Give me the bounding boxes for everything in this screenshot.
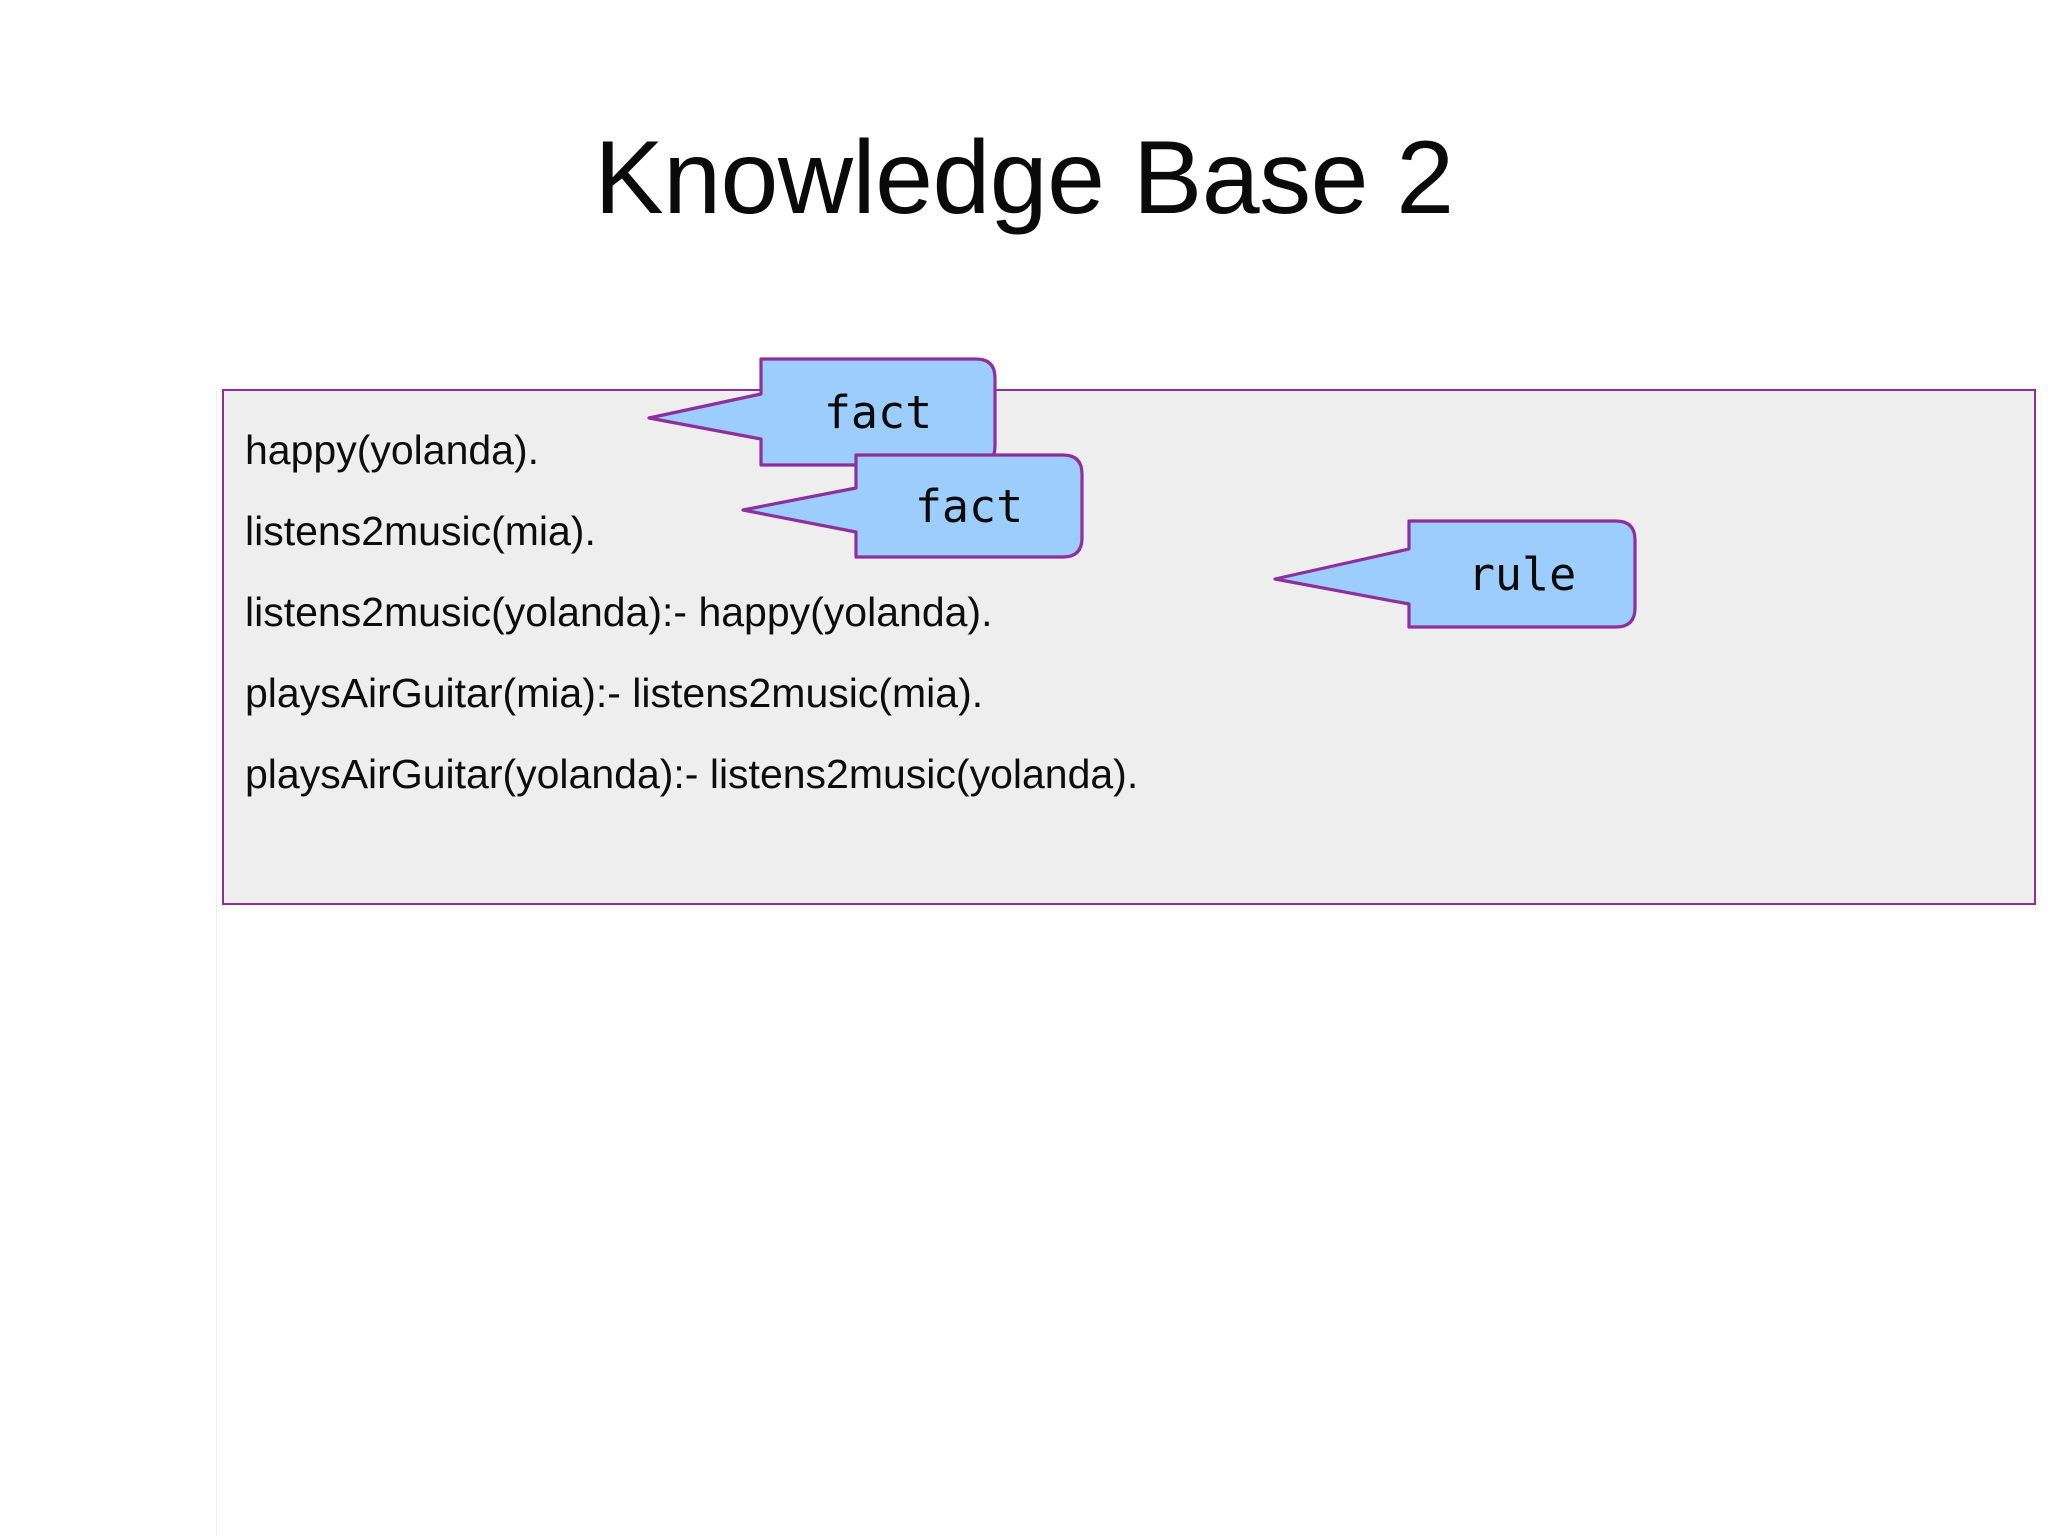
kb-line-5: playsAirGuitar(yolanda):- listens2music(… — [245, 751, 1139, 797]
callout-rule[interactable]: rule — [1272, 518, 1638, 630]
knowledge-base-box — [222, 389, 2036, 905]
kb-line-3: listens2music(yolanda):- happy(yolanda). — [245, 589, 993, 635]
slide-placeholder-edge — [216, 390, 217, 1536]
kb-line-1: happy(yolanda). — [245, 427, 540, 473]
knowledge-base-code-list: happy(yolanda). listens2music(mia). list… — [245, 410, 1945, 815]
kb-line-4: playsAirGuitar(mia):- listens2music(mia)… — [245, 670, 984, 716]
page-title: Knowledge Base 2 — [594, 120, 1454, 236]
kb-line-2: listens2music(mia). — [245, 508, 596, 554]
callout-fact-2[interactable]: fact — [740, 452, 1085, 560]
